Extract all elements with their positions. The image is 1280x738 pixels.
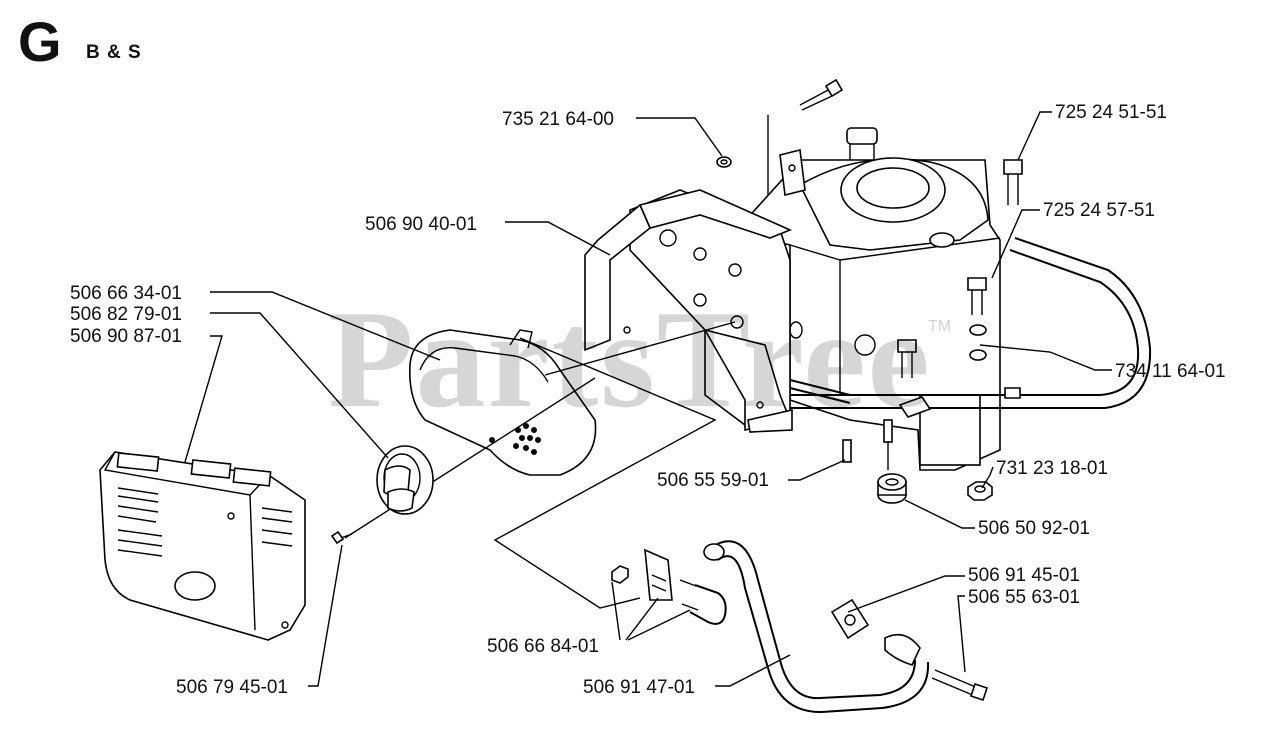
muffler-holes <box>489 423 541 455</box>
part-label-506-79-45-01[interactable]: 506 79 45-01 <box>176 677 288 698</box>
exhaust-pipe <box>703 540 930 714</box>
part-label-506-66-84-01[interactable]: 506 66 84-01 <box>487 636 599 657</box>
part-label-506-90-87-01[interactable]: 506 90 87-01 <box>70 326 182 347</box>
guard-bar <box>790 237 1152 418</box>
part-label-506-66-34-01[interactable]: 506 66 34-01 <box>70 283 182 304</box>
leader-lines <box>184 111 1112 687</box>
engine-bolt <box>799 78 844 111</box>
watermark-tm: TM <box>928 318 952 335</box>
nut <box>967 481 993 501</box>
part-label-506-50-92-01[interactable]: 506 50 92-01 <box>978 518 1090 539</box>
bolt-center <box>897 339 917 378</box>
pin-2 <box>883 419 893 443</box>
part-label-506-82-79-01[interactable]: 506 82 79-01 <box>70 304 182 325</box>
cover-vents <box>117 487 293 557</box>
section-subtitle: B & S <box>86 42 142 63</box>
deflector <box>376 445 434 515</box>
section-letter: G <box>18 10 62 73</box>
part-label-506-91-45-01[interactable]: 506 91 45-01 <box>968 565 1080 586</box>
part-label-506-91-47-01[interactable]: 506 91 47-01 <box>583 677 695 698</box>
part-label-734-11-64-01[interactable]: 734 11 64-01 <box>1115 361 1226 382</box>
clamp <box>611 548 727 625</box>
heat-shield-plate <box>584 189 793 433</box>
long-bolt <box>931 669 989 702</box>
part-label-506-55-63-01[interactable]: 506 55 63-01 <box>968 587 1080 608</box>
screw <box>330 530 353 545</box>
part-label-506-90-40-01[interactable]: 506 90 40-01 <box>365 214 477 235</box>
muffler-cover <box>99 451 306 641</box>
part-label-506-55-59-01[interactable]: 506 55 59-01 <box>657 470 769 491</box>
spacer <box>877 473 907 504</box>
bolt-725-24-57-51 <box>967 277 987 361</box>
washer <box>716 156 732 168</box>
part-label-725-24-57-51[interactable]: 725 24 57-51 <box>1043 200 1155 221</box>
part-label-731-23-18-01[interactable]: 731 23 18-01 <box>996 458 1108 479</box>
engine <box>733 78 1001 471</box>
bolt-725-24-51-51 <box>1003 159 1023 205</box>
pin <box>842 439 852 463</box>
part-label-725-24-51-51[interactable]: 725 24 51-51 <box>1055 102 1167 123</box>
muffler <box>408 329 597 476</box>
part-label-735-21-64-00[interactable]: 735 21 64-00 <box>502 109 614 130</box>
